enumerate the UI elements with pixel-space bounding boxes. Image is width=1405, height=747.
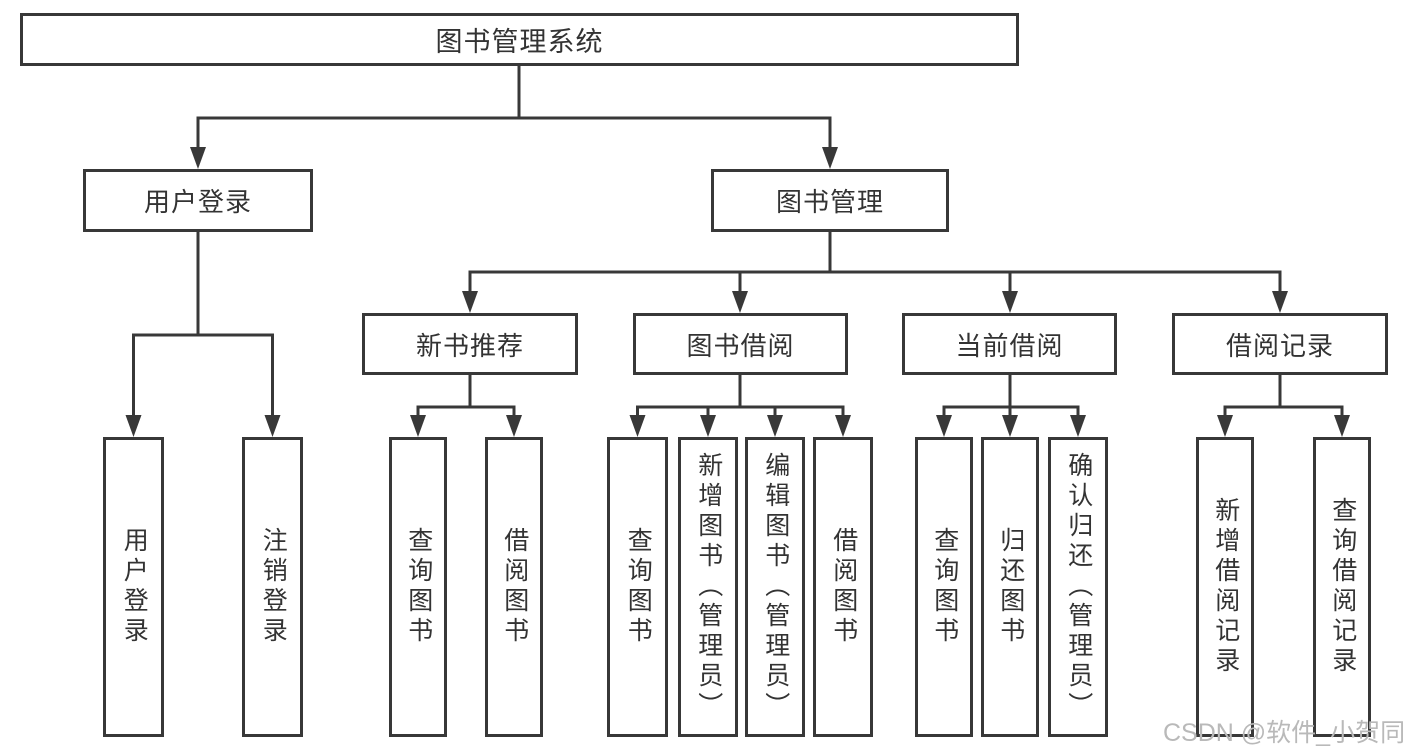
leaf-query-books-3: 查询图书: [915, 437, 973, 737]
node-user-login-label: 用户登录: [143, 187, 252, 217]
leaf-edit-books-admin-label: 编辑图书（管理员）: [761, 452, 790, 722]
leaf-user-login-label: 用户登录: [120, 527, 149, 647]
leaf-query-borrow-record: 查询借阅记录: [1313, 437, 1371, 737]
node-current-borrow-label: 当前借阅: [955, 330, 1064, 361]
leaf-logout: 注销登录: [242, 437, 303, 737]
leaf-borrow-books-2: 借阅图书: [813, 437, 873, 737]
node-user-login: 用户登录: [83, 169, 313, 232]
node-book-management: 图书管理: [711, 169, 949, 232]
leaf-borrow-books-1-label: 借阅图书: [500, 527, 529, 647]
leaf-confirm-return-admin-label: 确认归还（管理员）: [1064, 452, 1093, 722]
leaf-logout-label: 注销登录: [259, 527, 288, 647]
leaf-borrow-books-1: 借阅图书: [485, 437, 543, 737]
node-book-management-label: 图书管理: [775, 187, 884, 217]
leaf-return-books-label: 归还图书: [996, 527, 1025, 647]
leaf-query-borrow-record-label: 查询借阅记录: [1328, 497, 1357, 677]
node-new-book-recommend-label: 新书推荐: [415, 330, 524, 361]
leaf-add-books-admin-label: 新增图书（管理员）: [694, 452, 723, 722]
leaf-confirm-return-admin: 确认归还（管理员）: [1048, 437, 1108, 737]
leaf-borrow-books-2-label: 借阅图书: [829, 527, 858, 647]
csdn-watermark: CSDN @软件_小贺同学: [1163, 719, 1405, 747]
node-book-borrow: 图书借阅: [633, 313, 848, 375]
node-new-book-recommend: 新书推荐: [362, 313, 578, 375]
node-borrow-records-label: 借阅记录: [1225, 330, 1334, 361]
leaf-add-borrow-record-label: 新增借阅记录: [1211, 497, 1240, 677]
leaf-return-books: 归还图书: [981, 437, 1039, 737]
node-current-borrow: 当前借阅: [902, 313, 1117, 375]
leaf-query-books-2: 查询图书: [607, 437, 668, 737]
leaf-query-books-2-label: 查询图书: [624, 527, 653, 647]
leaf-add-books-admin: 新增图书（管理员）: [678, 437, 738, 737]
node-root-label: 图书管理系统: [435, 27, 604, 57]
leaf-add-borrow-record: 新增借阅记录: [1196, 437, 1254, 737]
leaf-query-books-3-label: 查询图书: [930, 527, 959, 647]
node-root: 图书管理系统: [20, 13, 1019, 66]
leaf-query-books-1: 查询图书: [389, 437, 447, 737]
leaf-query-books-1-label: 查询图书: [404, 527, 433, 647]
node-borrow-records: 借阅记录: [1172, 313, 1388, 375]
leaf-user-login: 用户登录: [103, 437, 164, 737]
leaf-edit-books-admin: 编辑图书（管理员）: [745, 437, 805, 737]
node-book-borrow-label: 图书借阅: [686, 330, 795, 361]
